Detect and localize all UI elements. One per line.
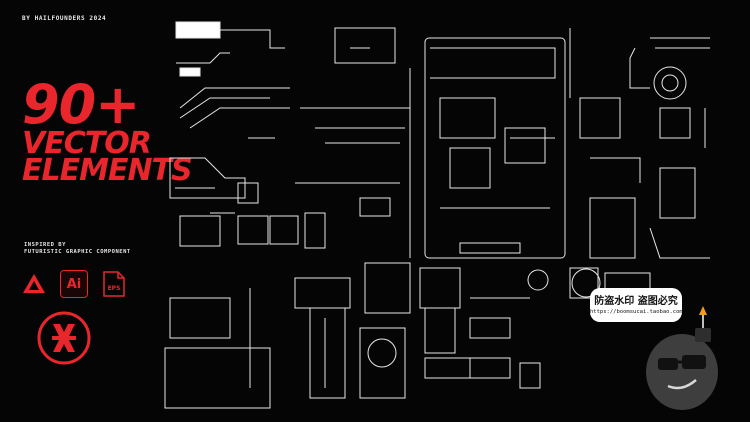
eps-label: EPS (107, 285, 121, 292)
watermark-banner: 防盗水印 盗图必究 https://boomsucai.taobao.com (590, 288, 683, 322)
bomb-mascot-icon (646, 306, 718, 410)
hero-title: 90+ VECTOR ELEMENTS (22, 73, 193, 189)
affinity-icon (23, 274, 45, 293)
inspired-line-2: FUTURISTIC GRAPHIC COMPONENT (24, 249, 131, 255)
illustrator-icon: Ai (60, 270, 88, 298)
watermark-title: 防盗水印 盗图必究 (594, 296, 678, 307)
vector-elements-grid (164, 21, 710, 409)
eps-icon: EPS (102, 271, 126, 297)
inspired-line-1: INSPIRED BY (24, 242, 66, 248)
hero-line-2: ELEMENTS (22, 153, 193, 189)
hero-count: 90+ (22, 73, 140, 136)
watermark-url: https://boomsucai.taobao.com (590, 309, 683, 315)
byline: BY HAILFOUNDERS 2024 (22, 15, 107, 22)
inspired-text: INSPIRED BY FUTURISTIC GRAPHIC COMPONENT (24, 242, 131, 256)
app-icons: Ai EPS (22, 270, 126, 298)
brand-logo-icon (37, 311, 91, 365)
hero-line-1: VECTOR (22, 125, 152, 161)
